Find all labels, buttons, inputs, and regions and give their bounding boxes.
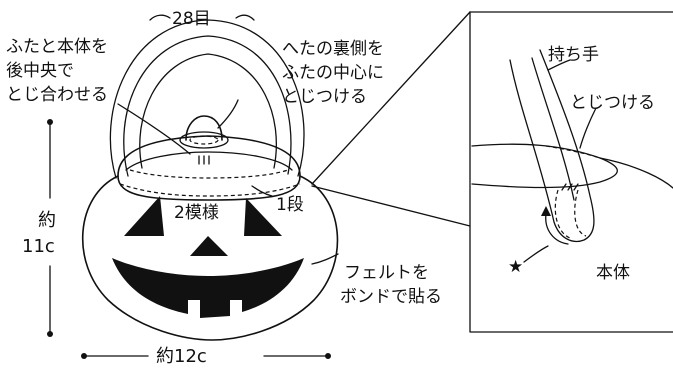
height-label-1: 約 [38,210,56,231]
mouth [112,258,304,318]
right-eye [244,198,282,236]
row-label: 1段 [276,195,304,215]
width-label: 約12c [156,346,207,367]
stitch-count-label: 28目 [172,9,211,29]
detail-drawing [471,49,673,263]
stem-label-3: とじつける [282,87,367,107]
leader-lines [117,14,339,265]
handle [109,19,305,179]
felt-label-2: ボンドで貼る [340,287,442,307]
lid [117,135,301,201]
body-label: 本体 [596,263,630,283]
stem-label-1: へたの裏側を [282,38,384,59]
stem-label-2: ふたの中心に [282,63,384,83]
stem [179,115,229,149]
star-mark: ★ [508,257,523,277]
handle-label: 持ち手 [548,45,599,65]
width-dimension [81,353,331,359]
felt-label-1: フェルトを [344,263,429,283]
detail-inset [311,11,673,333]
lid-join-label-2: 後中央で [6,61,74,81]
pumpkin-body [81,175,339,341]
pattern-label: 2模様 [174,203,219,223]
attach-label: とじつける [570,93,655,113]
left-eye [124,196,164,236]
nose [190,236,228,256]
jack-o-lantern-face [112,196,304,318]
lid-join-label-3: とじ合わせる [6,85,108,105]
height-dimension [47,119,53,337]
lid-join-label-1: ふたと本体を [6,37,108,57]
height-label-2: 11c [22,236,55,257]
